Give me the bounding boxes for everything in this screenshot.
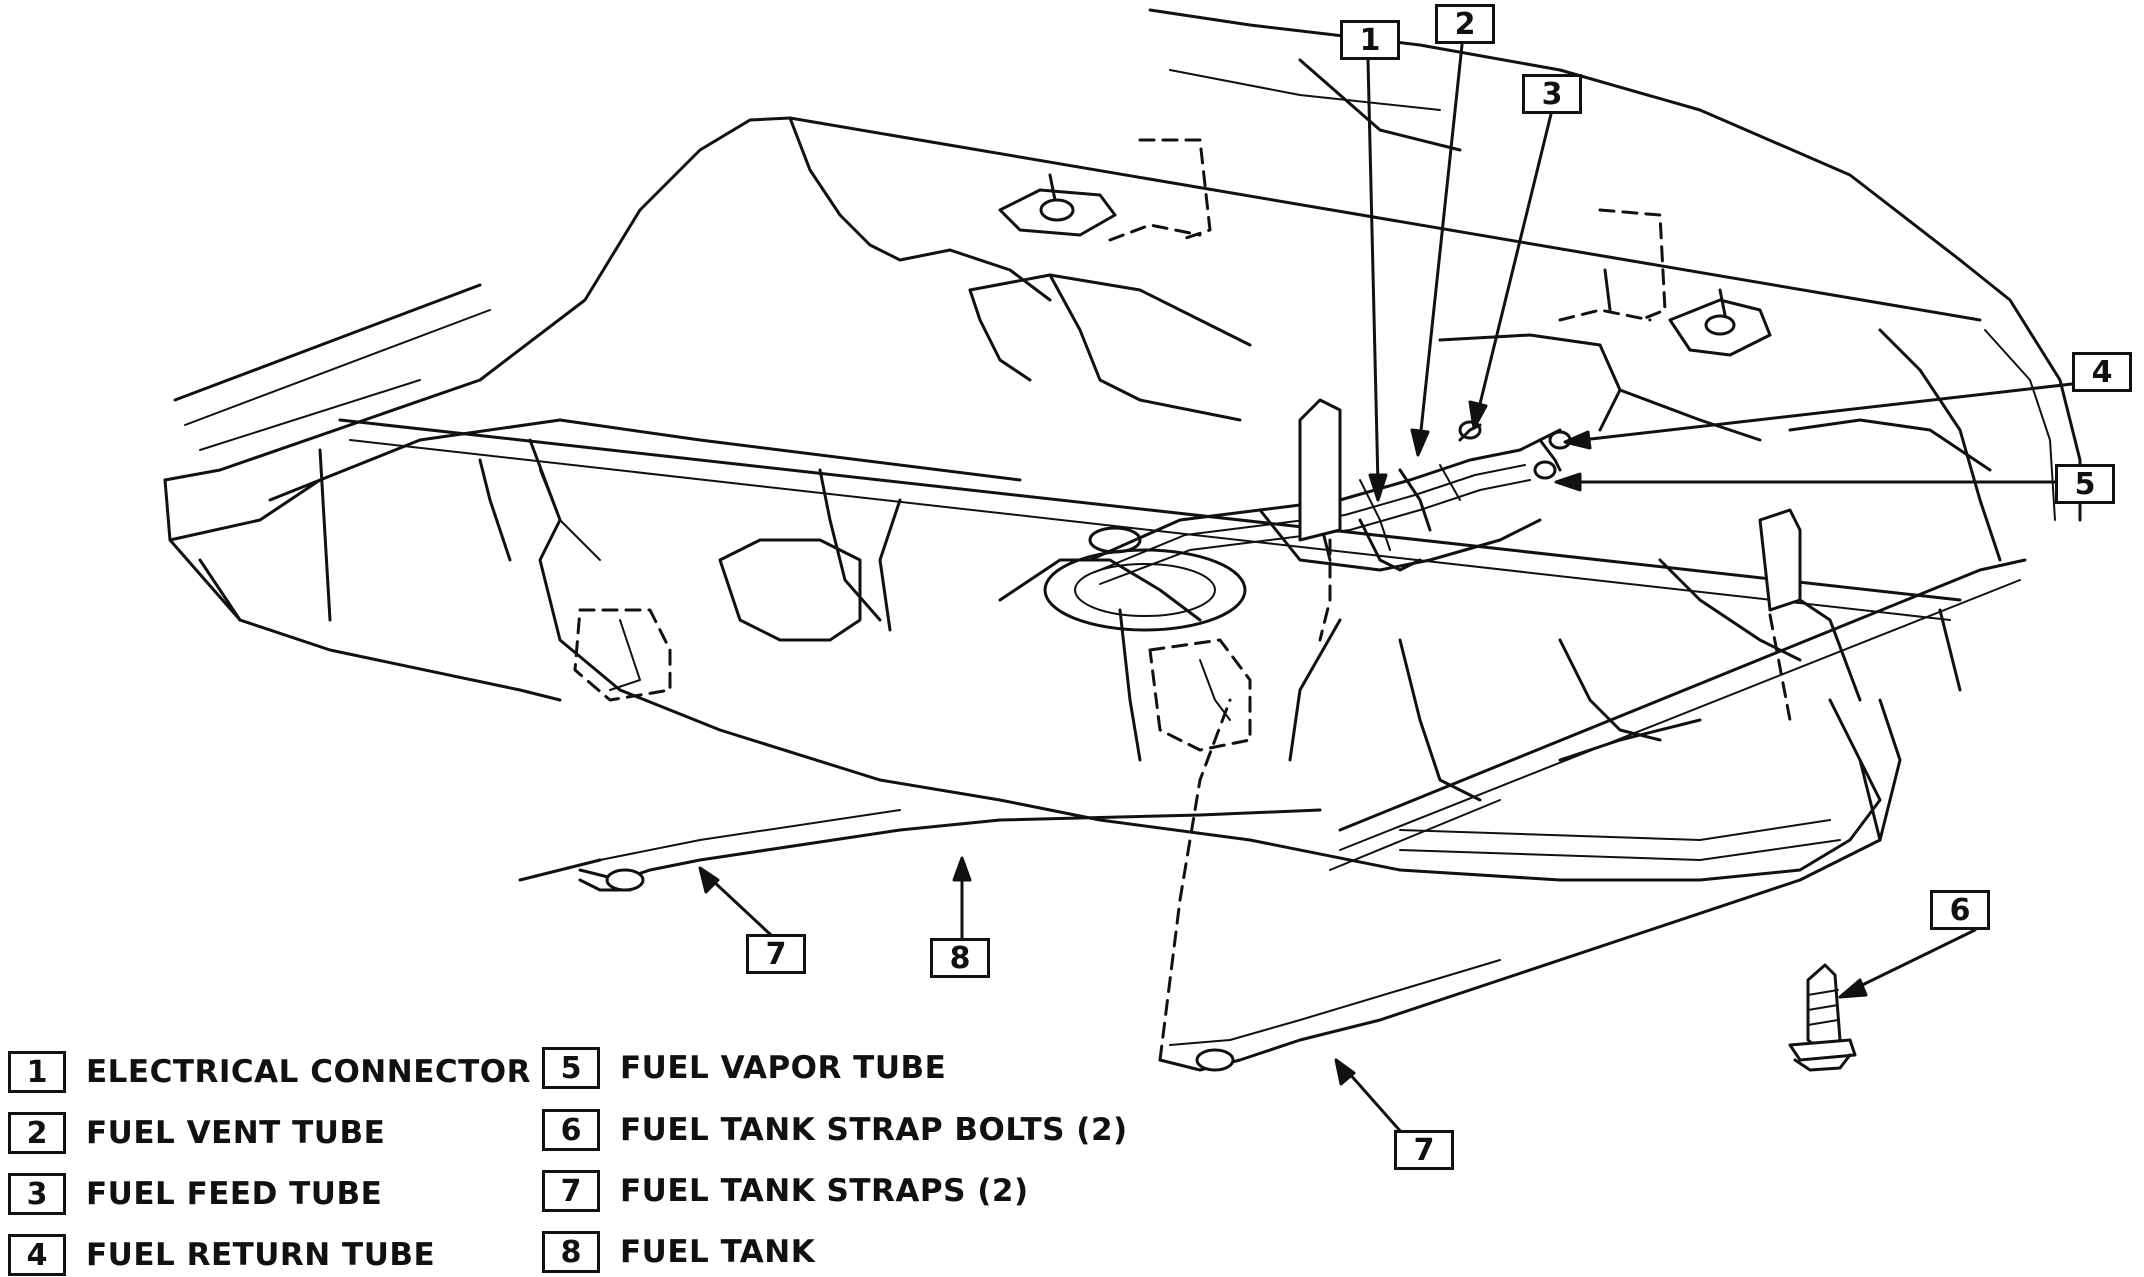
legend-item-5: 5 FUEL VAPOR TUBE xyxy=(542,1046,946,1090)
fuel-tank-body xyxy=(478,273,1882,882)
callout-1: 1 xyxy=(1340,20,1400,60)
legend-label: FUEL TANK xyxy=(620,1234,816,1270)
fuel-tank-straps xyxy=(518,598,1902,1072)
legend-item-6: 6 FUEL TANK STRAP BOLTS (2) xyxy=(542,1108,1128,1152)
callout-7-right: 7 xyxy=(1394,1130,1454,1170)
legend-item-4: 4 FUEL RETURN TUBE xyxy=(8,1233,435,1277)
legend-label: FUEL VAPOR TUBE xyxy=(620,1050,947,1086)
callout-7-left: 7 xyxy=(746,934,806,974)
leader-lines xyxy=(698,43,2074,1135)
crossmember xyxy=(318,418,1962,692)
legend-label: ELECTRICAL CONNECTOR xyxy=(86,1054,531,1090)
callout-8: 8 xyxy=(930,938,990,978)
callout-3: 3 xyxy=(1522,74,1582,114)
legend-number: 6 xyxy=(542,1109,600,1151)
legend-label: FUEL TANK STRAPS (2) xyxy=(620,1173,1029,1209)
legend-item-2: 2 FUEL VENT TUBE xyxy=(8,1111,385,1155)
vehicle-body-outline xyxy=(163,8,2082,871)
legend-number: 1 xyxy=(8,1051,66,1093)
callout-5: 5 xyxy=(2055,464,2115,504)
legend-item-7: 7 FUEL TANK STRAPS (2) xyxy=(542,1169,1029,1213)
legend-label: FUEL RETURN TUBE xyxy=(86,1237,436,1273)
strap-bolt xyxy=(1788,963,1857,1072)
callout-2: 2 xyxy=(1435,4,1495,44)
strap-brackets-upper xyxy=(998,138,1772,357)
legend-item-3: 3 FUEL FEED TUBE xyxy=(8,1172,382,1216)
legend-number: 7 xyxy=(542,1170,600,1212)
strap-brackets-lower xyxy=(573,398,1802,752)
legend-number: 5 xyxy=(542,1047,600,1089)
legend-label: FUEL FEED TUBE xyxy=(86,1176,383,1212)
callout-6: 6 xyxy=(1930,890,1990,930)
legend-number: 3 xyxy=(8,1173,66,1215)
legend-label: FUEL TANK STRAP BOLTS (2) xyxy=(620,1112,1128,1148)
callout-4: 4 xyxy=(2072,352,2132,392)
legend-number: 4 xyxy=(8,1234,66,1276)
legend-number: 2 xyxy=(8,1112,66,1154)
legend-label: FUEL VENT TUBE xyxy=(86,1115,386,1151)
legend-item-1: 1 ELECTRICAL CONNECTOR xyxy=(8,1050,531,1094)
legend-item-8: 8 FUEL TANK xyxy=(542,1230,815,1274)
legend-number: 8 xyxy=(542,1231,600,1273)
